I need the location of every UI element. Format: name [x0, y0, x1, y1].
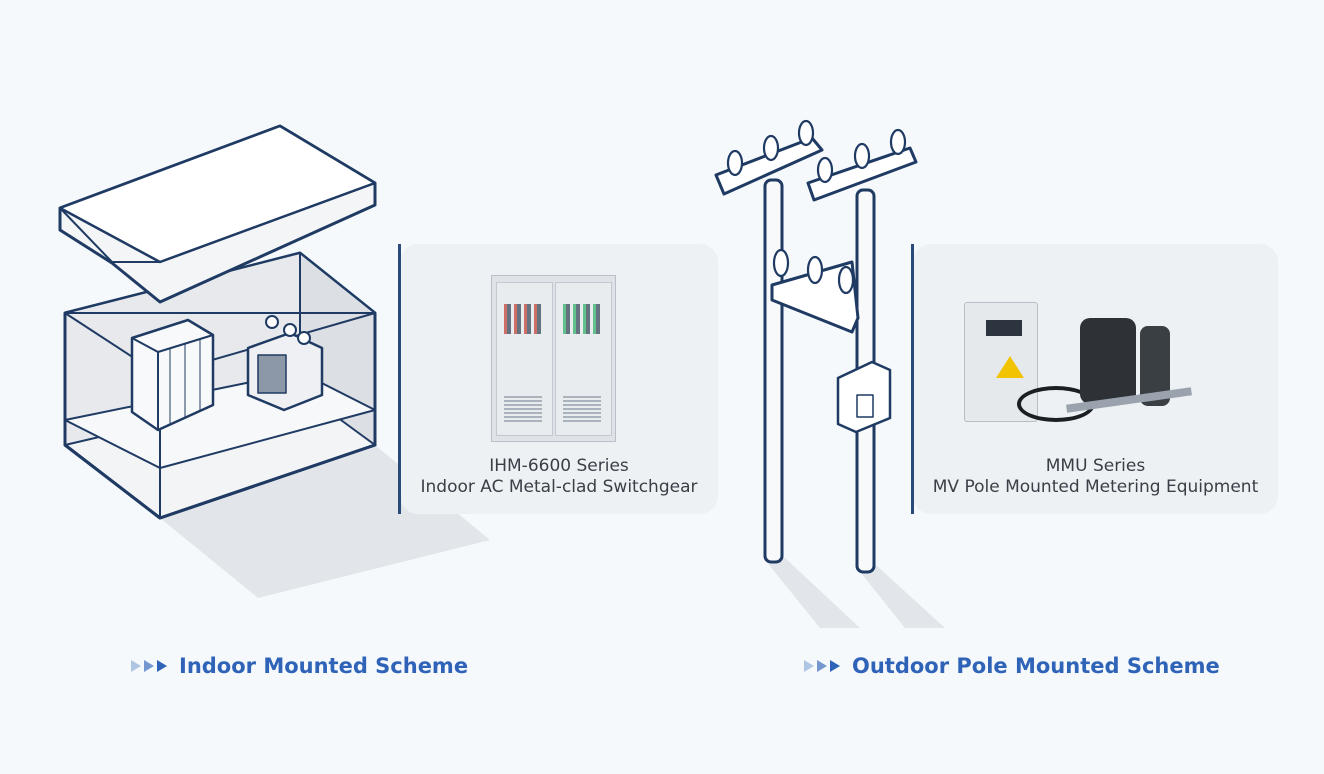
pole-shadow: [765, 558, 860, 628]
indoor-scheme-title: Indoor Mounted Scheme: [179, 654, 469, 678]
indoor-card-accent-bar: [398, 244, 401, 514]
substation-building-illustration: [58, 124, 377, 520]
switchgear-cabinet-photo: [491, 275, 616, 442]
indoor-scheme-label: Indoor Mounted Scheme: [131, 654, 468, 678]
outdoor-card-accent-bar: [911, 244, 914, 514]
triple-arrow-icon: [804, 660, 840, 672]
outdoor-product-name: MV Pole Mounted Metering Equipment: [932, 477, 1259, 497]
outdoor-scheme-title: Outdoor Pole Mounted Scheme: [852, 654, 1220, 678]
triple-arrow-icon: [131, 660, 167, 672]
outdoor-product-series: MMU Series: [1045, 456, 1146, 476]
utility-poles-illustration: [714, 119, 918, 574]
indoor-product-series: IHM-6600 Series: [489, 456, 629, 476]
pole-shadow-2: [857, 566, 945, 628]
metering-equipment-photo: [962, 300, 1194, 428]
indoor-product-name: Indoor AC Metal-clad Switchgear: [420, 477, 698, 497]
outdoor-scheme-label: Outdoor Pole Mounted Scheme: [804, 654, 1220, 678]
